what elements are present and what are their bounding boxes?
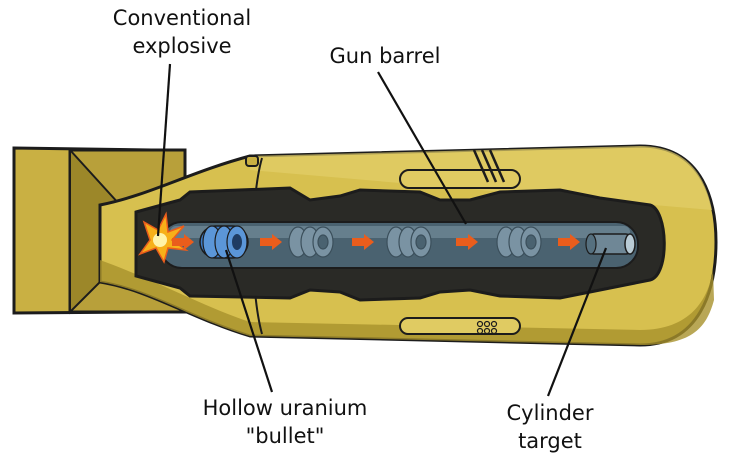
explosion-flash-icon <box>137 211 189 264</box>
uranium-bullet-icon <box>199 225 249 259</box>
leader-lines <box>156 63 608 397</box>
leader-barrel <box>377 71 467 225</box>
label-line: Cylinder <box>506 401 594 425</box>
label-gun-barrel: Gun barrel <box>300 42 470 70</box>
motion-arrow-icon <box>558 234 580 250</box>
label-conventional-explosive: Conventional explosive <box>92 4 272 60</box>
motion-arrow-icon <box>352 234 374 250</box>
antenna-stripes <box>472 149 506 183</box>
uranium-ring-icon <box>386 226 432 258</box>
motion-arrow-icon <box>260 234 282 250</box>
casing-dots <box>476 320 498 335</box>
label-line: Conventional <box>112 6 252 30</box>
motion-arrow-icon <box>172 234 194 250</box>
cylinder-target-icon <box>585 233 636 255</box>
uranium-ring-motion-icons <box>288 226 542 258</box>
uranium-ring-icon <box>288 226 334 258</box>
label-line: target <box>518 429 582 453</box>
motion-arrow-icon <box>456 234 478 250</box>
leader-bullet <box>224 249 274 393</box>
label-line: explosive <box>132 34 232 58</box>
motion-arrows <box>172 234 580 250</box>
label-line: Hollow uranium <box>202 396 368 420</box>
uranium-ring-icon <box>496 226 542 258</box>
leader-explosive <box>156 63 172 237</box>
leader-target <box>546 247 608 397</box>
label-line: "bullet" <box>245 424 325 448</box>
label-hollow-uranium-bullet: Hollow uranium "bullet" <box>180 394 390 450</box>
label-cylinder-target: Cylinder target <box>470 399 630 455</box>
label-line: Gun barrel <box>329 44 441 68</box>
